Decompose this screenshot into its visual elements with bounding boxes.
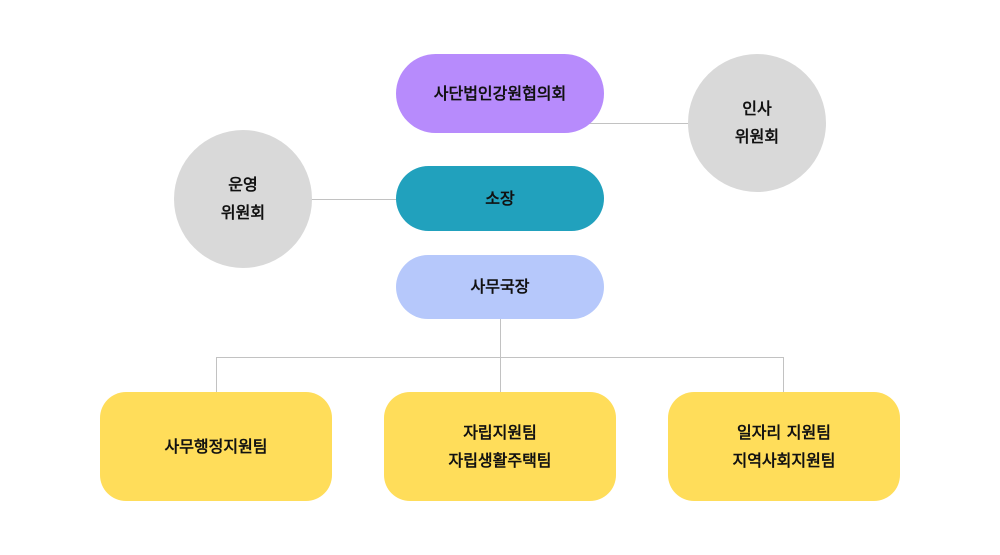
hr-committee-node: 인사 위원회	[688, 54, 826, 192]
connector-team-3	[783, 357, 784, 393]
operations-committee-label: 운영 위원회	[220, 175, 266, 222]
hr-committee-label: 인사 위원회	[734, 99, 780, 146]
connector-horizontal-bus	[216, 357, 784, 358]
team-label: 일자리 지원팀 지역사회지원팀	[732, 422, 836, 470]
team-node: 자립지원팀 자립생활주택팀	[384, 392, 616, 501]
director-node: 소장	[396, 166, 604, 231]
director-label: 소장	[485, 188, 515, 208]
connector-ops-director	[310, 199, 400, 200]
connector-board-hr	[585, 123, 695, 124]
team-node: 사무행정지원팀	[100, 392, 332, 501]
secretary-general-label: 사무국장	[470, 277, 530, 296]
board-node: 사단법인강원협의회	[396, 54, 604, 133]
team-label: 자립지원팀 자립생활주택팀	[448, 422, 552, 470]
operations-committee-node: 운영 위원회	[174, 130, 312, 268]
team-node: 일자리 지원팀 지역사회지원팀	[668, 392, 900, 501]
connector-team-1	[216, 357, 217, 393]
board-label: 사단법인강원협의회	[433, 83, 567, 103]
connector-secretary-down	[500, 318, 501, 393]
secretary-general-node: 사무국장	[396, 255, 604, 319]
team-label: 사무행정지원팀	[164, 436, 268, 456]
